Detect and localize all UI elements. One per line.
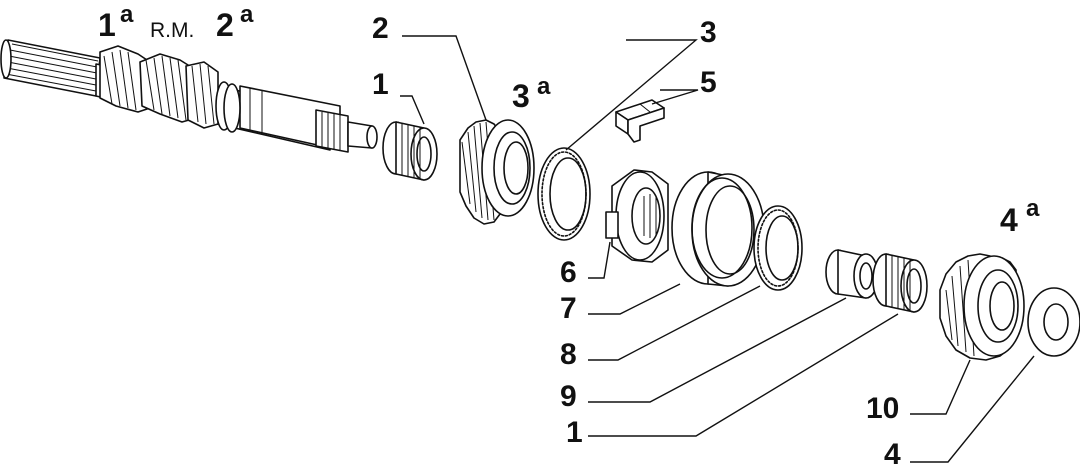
callout-gear-2: 2 (372, 12, 389, 45)
synchro-ring-3 (537, 147, 591, 241)
callout-washer-4: 4 (884, 438, 901, 466)
gear-2 (459, 119, 535, 225)
callout-ring-3: 3 (700, 16, 717, 49)
svg-text:2: 2 (216, 7, 234, 43)
gear-label-first: 1 a (98, 1, 134, 43)
callout-bush-9: 9 (560, 380, 577, 413)
svg-text:a: a (537, 73, 551, 100)
callout-needle-bearing-bottom: 1 (566, 416, 583, 449)
gear-label-reverse: R.M. (150, 19, 194, 42)
svg-text:3: 3 (512, 78, 530, 114)
leader-lines (400, 35, 1035, 463)
needle-bearing-bottom (872, 253, 928, 313)
gear-label-second: 2 a (216, 1, 254, 43)
callout-insert-5: 5 (700, 66, 717, 99)
gear-label-third: 3 a (512, 73, 551, 114)
svg-text:a: a (1026, 195, 1040, 222)
synchro-insert-5 (615, 99, 665, 143)
shift-sleeve-7 (671, 171, 765, 287)
main-shaft (0, 39, 378, 153)
callout-gear-10: 10 (866, 392, 899, 425)
bush-9 (825, 249, 879, 299)
svg-text:a: a (120, 1, 134, 28)
callout-needle-bearing-top: 1 (372, 68, 389, 101)
svg-text:4: 4 (1000, 202, 1018, 238)
callout-hub-6: 6 (560, 256, 577, 289)
callout-ring-8: 8 (560, 338, 577, 371)
callout-sleeve-7: 7 (560, 292, 577, 325)
needle-bearing-top (382, 121, 438, 181)
synchro-ring-8 (753, 205, 803, 291)
thrust-washer-4 (1027, 287, 1080, 357)
gear-label-fourth: 4 a (1000, 195, 1040, 238)
gear-10 (939, 253, 1025, 361)
synchro-hub-6 (605, 169, 669, 263)
svg-text:a: a (240, 1, 254, 28)
svg-text:1: 1 (98, 7, 116, 43)
